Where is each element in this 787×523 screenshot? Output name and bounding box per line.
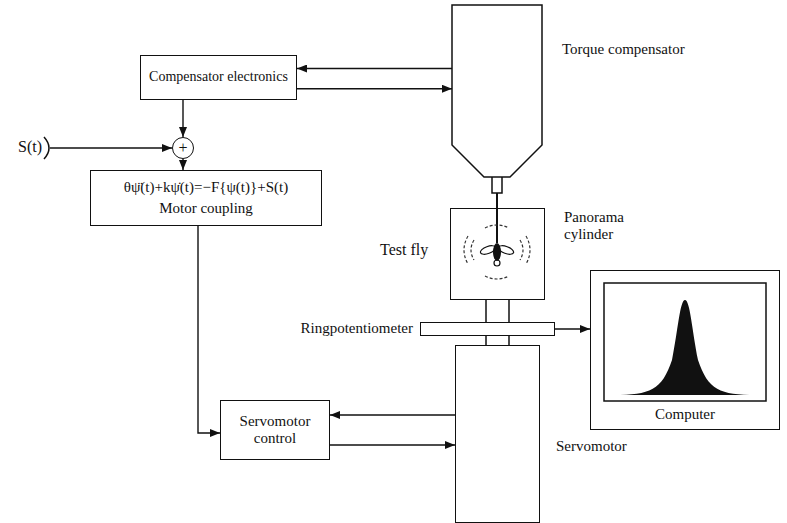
signal-name: S(t) xyxy=(18,138,42,156)
panorama-cylinder: Panorama cylinder xyxy=(450,208,545,300)
torque-compensator-outline xyxy=(452,5,542,193)
node-label: + xyxy=(178,139,187,157)
panorama-pattern xyxy=(464,225,530,279)
node-label: Panorama cylinder xyxy=(564,209,646,244)
node-label: Computer xyxy=(655,406,715,423)
computer-screen xyxy=(604,283,766,401)
node-label: Motor coupling xyxy=(159,200,253,217)
servomotor: Servomotor xyxy=(455,345,540,523)
shaft xyxy=(485,336,487,345)
ring-potentiometer: Ringpotentiometer xyxy=(420,322,555,336)
node-label: Servomotor control xyxy=(221,413,329,448)
signal-arrow xyxy=(330,414,455,415)
fly-wing xyxy=(497,244,514,256)
torque-compensator-outline xyxy=(452,5,542,200)
node-label: Servomotor xyxy=(556,438,627,455)
motor-coupling-box: θψ̈(t)+kψ̇(t)=−F{ψ(t)}+S(t) Motor couplin… xyxy=(90,170,322,226)
signal-arrow xyxy=(297,68,452,69)
signal-arrow xyxy=(297,88,452,89)
shaft xyxy=(508,300,510,322)
fly-wing xyxy=(479,244,496,256)
node-label: Ringpotentiometer xyxy=(301,320,413,337)
signal-arrow xyxy=(182,100,183,137)
summing-point: + xyxy=(172,137,194,159)
servomotor-control-box: Servomotor control xyxy=(220,400,330,460)
fly-head xyxy=(494,260,500,266)
specimen-label: Test fly xyxy=(380,241,428,259)
torque-rod xyxy=(496,193,498,243)
signal-arrow xyxy=(555,328,590,329)
node-label: Torque compensator xyxy=(562,41,685,58)
signal-arrow xyxy=(182,159,183,170)
torque-compensator: Torque compensator xyxy=(452,5,542,195)
signal-arrow xyxy=(198,226,220,433)
node-label: Compensator electronics xyxy=(149,69,288,85)
compensator-box: Compensator electronics xyxy=(140,55,297,100)
computer: Computer xyxy=(590,270,780,430)
shaft xyxy=(508,336,510,345)
response-curve xyxy=(614,300,756,395)
shaft xyxy=(485,300,487,322)
signal-arrow xyxy=(330,444,455,445)
equation: θψ̈(t)+kψ̇(t)=−F{ψ(t)}+S(t) xyxy=(124,179,288,196)
signal-line xyxy=(50,147,172,148)
input-bracket xyxy=(44,137,49,159)
